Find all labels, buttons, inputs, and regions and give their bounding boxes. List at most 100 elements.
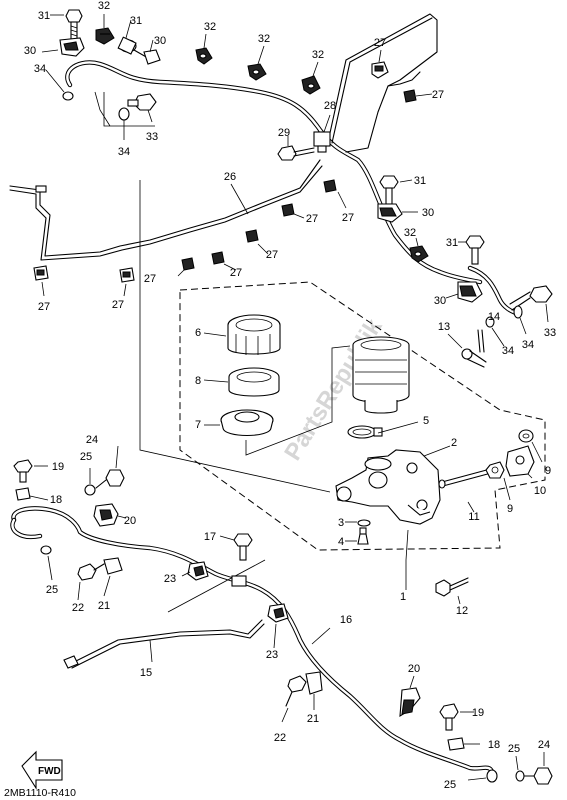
leader-34-a	[45, 69, 65, 93]
clip-27-d	[281, 203, 295, 217]
callout-number: 6	[195, 327, 201, 339]
clamp-30-a	[59, 37, 85, 57]
leader-20-a	[117, 515, 127, 519]
clip-27-f	[211, 251, 225, 265]
callout-number: 7	[195, 419, 201, 431]
leader-32-e	[415, 237, 419, 247]
leader-27-b	[415, 93, 433, 97]
clamp-30-right-b	[457, 281, 483, 303]
leader-15	[149, 639, 153, 663]
callout-number: 11	[468, 511, 479, 523]
diagram-code: 2MB1110-R410	[4, 787, 76, 799]
callout-number: 25	[508, 743, 520, 755]
callout-number: 20	[408, 663, 420, 675]
leader-11	[467, 501, 475, 513]
clevis	[505, 445, 535, 477]
leader-12	[457, 595, 461, 605]
leader-2	[423, 445, 451, 457]
clamp-21-b	[305, 671, 323, 695]
clamp-23-a	[187, 561, 209, 581]
pipe-15-end	[63, 655, 79, 669]
leader-27-c	[337, 191, 347, 209]
callout-number: 34	[522, 339, 534, 351]
leader-27-d	[293, 213, 305, 219]
clamp-30-b	[143, 49, 161, 65]
callout-number: 24	[538, 739, 550, 751]
callout-number: 15	[140, 667, 152, 679]
leader-25-b	[47, 555, 53, 581]
callout-number: 20	[124, 515, 136, 527]
bolt-24-b	[523, 767, 553, 785]
callout-number: 18	[50, 494, 62, 506]
callout-number: 10	[534, 485, 546, 497]
clamp-32-a	[95, 27, 115, 45]
pivot-pin	[461, 348, 487, 368]
bolt-33-left	[127, 93, 157, 111]
leader-30-a	[41, 49, 59, 53]
leader-34-d	[491, 327, 505, 347]
callout-number: 29	[278, 127, 290, 139]
hose-clip	[347, 425, 383, 439]
callout-number: 32	[204, 21, 216, 33]
leader-9-lower	[503, 477, 511, 501]
leader-32-c	[257, 45, 265, 65]
leader-22-a	[77, 581, 81, 601]
clamp-23-b	[267, 603, 289, 623]
callout-number: 4	[338, 536, 344, 548]
callout-number: 22	[72, 602, 84, 614]
brake-hose-lower	[11, 506, 495, 775]
leader-left-bracket	[94, 91, 111, 127]
washer-25-b	[40, 545, 52, 555]
callout-number: 33	[544, 327, 556, 339]
leader-23-a	[181, 571, 191, 577]
callout-number: 31	[446, 237, 458, 249]
leader-13	[447, 333, 463, 349]
leader-22-b	[281, 707, 289, 723]
callout-number: 25	[444, 779, 456, 791]
fwd-arrow-icon: FWD	[21, 750, 63, 790]
washer-25-c	[486, 769, 498, 783]
leader-27-e	[257, 243, 269, 255]
leader-27-i	[41, 281, 45, 297]
leader-1	[405, 529, 409, 590]
union-junction	[231, 575, 247, 587]
pushrod	[438, 467, 496, 489]
callout-number: 32	[404, 227, 416, 239]
leader-8	[203, 379, 229, 383]
leader-33-a	[147, 109, 153, 123]
bolt-29	[277, 145, 315, 161]
callout-number: 32	[258, 33, 270, 45]
callout-number: 30	[24, 45, 36, 57]
callout-number: 27	[342, 212, 354, 224]
callout-number: 34	[502, 345, 514, 357]
clamp-32-d	[301, 75, 321, 95]
washer-34-c	[513, 305, 523, 319]
callout-number: 9	[507, 503, 513, 515]
bolt-22-b	[285, 675, 307, 707]
callout-number: 27	[432, 89, 444, 101]
callout-number: 21	[98, 600, 110, 612]
clip-27-i	[33, 265, 49, 281]
leader-20-b	[409, 675, 415, 689]
callout-number: 34	[118, 146, 130, 158]
clip-27-h	[119, 267, 135, 283]
callout-number: 31	[38, 10, 50, 22]
callout-number: 28	[324, 100, 336, 112]
callout-number: 24	[86, 434, 98, 446]
callout-number: 27	[230, 267, 242, 279]
leader-30-d	[445, 293, 459, 299]
leader-25-d	[515, 755, 519, 771]
clip-27-top-right	[403, 89, 417, 103]
callout-number: 17	[204, 531, 216, 543]
clip-27-top	[371, 61, 389, 79]
leader-27-f	[223, 263, 237, 271]
brake-pipe-26	[9, 159, 321, 257]
callout-number: 1	[400, 591, 406, 603]
leader-27-a	[378, 49, 382, 63]
callout-number: 30	[154, 35, 166, 47]
callout-number: 27	[266, 249, 278, 261]
washer-25-a	[84, 484, 96, 496]
callout-number: 18	[488, 739, 500, 751]
clamp-32-e	[409, 245, 429, 263]
